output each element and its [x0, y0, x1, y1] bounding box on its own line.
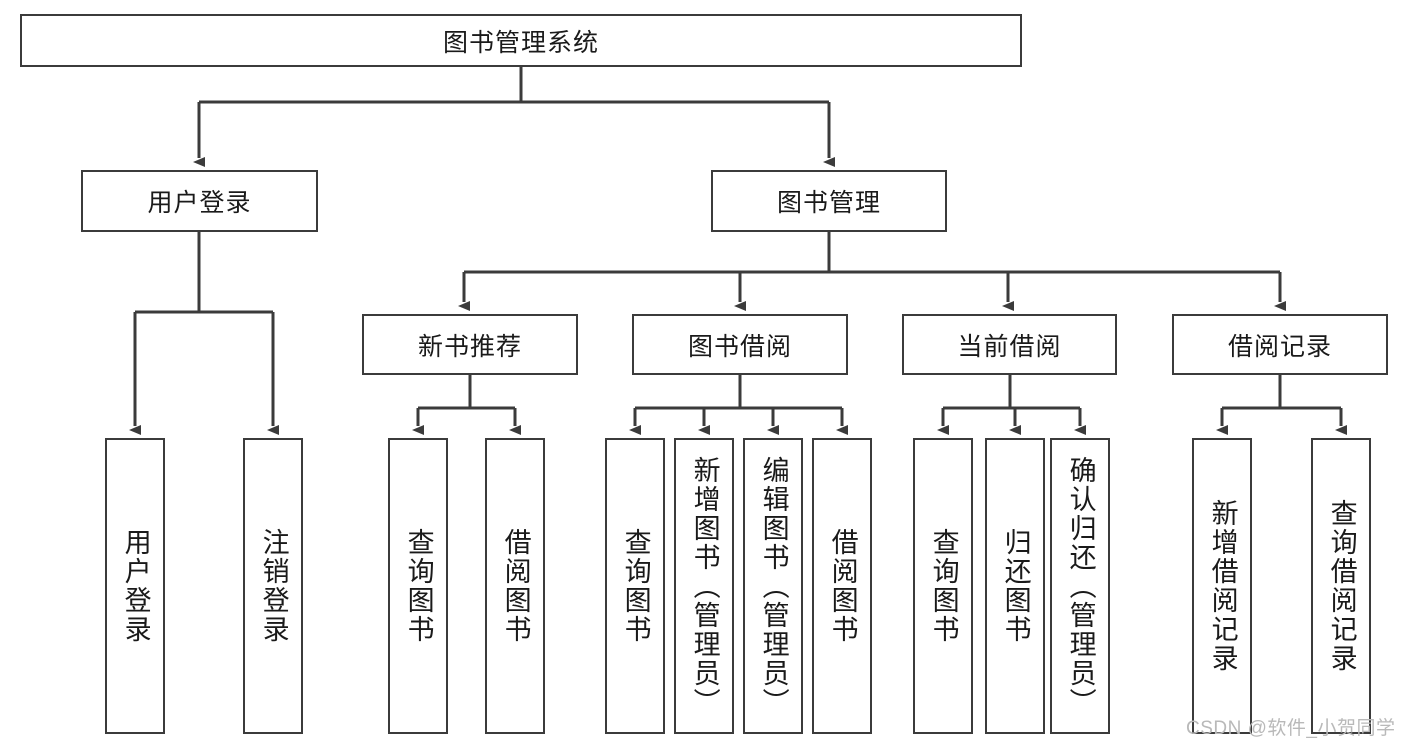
- node-user-login-label: 用户登录: [147, 189, 252, 217]
- node-book-borrow-label: 图书借阅: [687, 332, 792, 361]
- node-leaf-add-book-label: 新增图书（管理员）: [689, 455, 720, 717]
- node-leaf-borrow-book-2[interactable]: 借阅图书: [812, 438, 872, 734]
- node-leaf-borrow-book-1-label: 借阅图书: [500, 528, 531, 644]
- node-leaf-confirm-return-label: 确认归还（管理员）: [1065, 455, 1096, 717]
- node-root[interactable]: 图书管理系统: [20, 14, 1022, 67]
- node-leaf-user-logout-label: 注销登录: [258, 528, 289, 644]
- node-leaf-query-record-label: 查询借阅记录: [1326, 499, 1357, 673]
- node-borrow-record[interactable]: 借阅记录: [1172, 314, 1388, 375]
- node-leaf-return-book[interactable]: 归还图书: [985, 438, 1045, 734]
- watermark: CSDN @软件_小贺同学: [1186, 718, 1396, 739]
- node-book-borrow[interactable]: 图书借阅: [632, 314, 848, 375]
- node-leaf-edit-book-label: 编辑图书（管理员）: [758, 455, 789, 717]
- node-leaf-query-book-3[interactable]: 查询图书: [913, 438, 973, 734]
- node-leaf-query-record[interactable]: 查询借阅记录: [1311, 438, 1371, 734]
- node-leaf-borrow-book-1[interactable]: 借阅图书: [485, 438, 545, 734]
- node-current-borrow-label: 当前借阅: [957, 332, 1062, 361]
- node-leaf-query-book-1[interactable]: 查询图书: [388, 438, 448, 734]
- node-user-login[interactable]: 用户登录: [81, 170, 318, 232]
- node-borrow-record-label: 借阅记录: [1227, 332, 1332, 361]
- node-book-manage-label: 图书管理: [776, 189, 881, 217]
- node-leaf-query-book-2[interactable]: 查询图书: [605, 438, 665, 734]
- node-book-manage[interactable]: 图书管理: [711, 170, 947, 232]
- node-leaf-user-login-label: 用户登录: [120, 528, 151, 644]
- node-leaf-query-book-3-label: 查询图书: [928, 528, 959, 644]
- node-leaf-add-book[interactable]: 新增图书（管理员）: [674, 438, 734, 734]
- node-root-label: 图书管理系统: [442, 28, 599, 57]
- node-leaf-user-login[interactable]: 用户登录: [105, 438, 165, 734]
- node-leaf-query-book-2-label: 查询图书: [620, 528, 651, 644]
- node-current-borrow[interactable]: 当前借阅: [902, 314, 1117, 375]
- node-leaf-confirm-return[interactable]: 确认归还（管理员）: [1050, 438, 1110, 734]
- node-leaf-add-record-label: 新增借阅记录: [1207, 499, 1238, 673]
- node-leaf-return-book-label: 归还图书: [1000, 528, 1031, 644]
- node-new-book-recommend[interactable]: 新书推荐: [362, 314, 578, 375]
- node-leaf-borrow-book-2-label: 借阅图书: [827, 528, 858, 644]
- node-leaf-query-book-1-label: 查询图书: [403, 528, 434, 644]
- node-leaf-user-logout[interactable]: 注销登录: [243, 438, 303, 734]
- node-new-book-recommend-label: 新书推荐: [417, 332, 522, 361]
- node-leaf-add-record[interactable]: 新增借阅记录: [1192, 438, 1252, 734]
- node-leaf-edit-book[interactable]: 编辑图书（管理员）: [743, 438, 803, 734]
